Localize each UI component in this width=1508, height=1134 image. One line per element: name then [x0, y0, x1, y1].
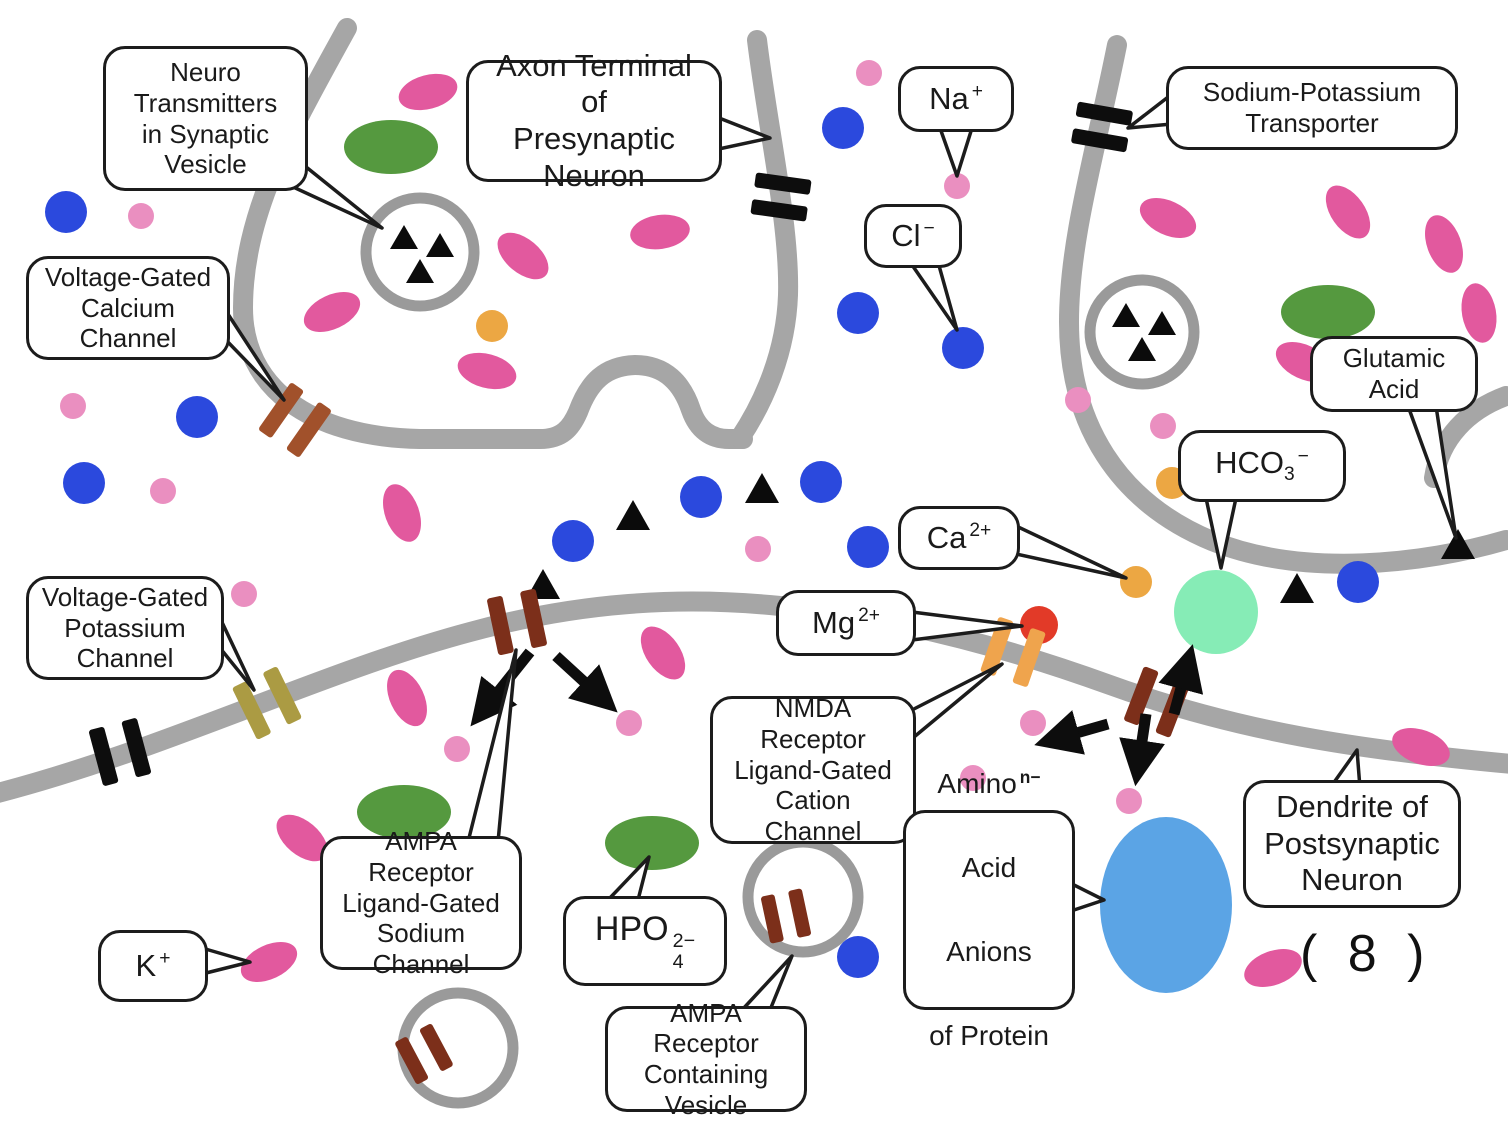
na-charge: +: [971, 81, 983, 103]
label-voltage-gated-calcium: Voltage-Gated Calcium Channel: [26, 256, 230, 360]
amino-line4: of Protein: [929, 1020, 1049, 1051]
amino-charge: n−: [1019, 766, 1041, 787]
protein-anion: [1100, 817, 1232, 993]
label-na: Na+: [898, 66, 1014, 132]
tail-ca: [1014, 524, 1128, 580]
calcium-ions-orange: [476, 310, 1188, 598]
hco3-charge: −: [1297, 445, 1309, 467]
hpo4-subscript: 4: [672, 950, 684, 973]
ca-charge: 2+: [969, 520, 992, 542]
tail-ampa: [466, 648, 518, 844]
mg-charge: 2+: [858, 605, 880, 627]
label-axon-terminal: Axon Terminal of Presynaptic Neuron: [466, 48, 722, 193]
label-ampa-receptor: AMPA Receptor Ligand-Gated Sodium Channe…: [320, 826, 522, 979]
sodium-potassium-transporter-channel-right: [1071, 101, 1133, 153]
presynaptic-membrane-left: [232, 18, 753, 449]
amino-line1: Amino: [937, 768, 1017, 799]
label-ampa-vesicle: AMPA Receptor Containing Vesicle: [605, 998, 807, 1120]
figure-number: ( 8 ): [1300, 925, 1433, 983]
ca-symbol: Ca: [926, 519, 967, 555]
potassium-ions-pink-ellipses: [240, 73, 1497, 987]
mg-symbol: Mg: [812, 604, 856, 640]
k-charge: +: [159, 948, 171, 970]
amino-line2: Acid: [961, 852, 1017, 883]
label-k: K+: [98, 930, 208, 1002]
label-cl: Cl−: [864, 204, 962, 268]
label-nmda-receptor: NMDA Receptor Ligand-Gated Cation Channe…: [710, 693, 916, 846]
sodium-potassium-transporter-channel-center: [750, 172, 812, 222]
na-symbol: Na: [929, 80, 969, 116]
ion-flux-arrows: [470, 644, 1204, 787]
tail-na: [938, 126, 974, 178]
nmda-receptor-channel: [980, 617, 1046, 687]
membrane-channel-black-left: [89, 718, 151, 786]
chloride-ions-blue: [45, 107, 1379, 978]
hpo4-charge: 2−: [672, 930, 696, 953]
label-voltage-gated-potassium: Voltage-Gated Potassium Channel: [26, 576, 224, 680]
cl-charge: −: [923, 218, 935, 240]
ampa-receptor-channel: [487, 588, 547, 656]
label-sodium-potassium-transporter: Sodium-Potassium Transporter: [1166, 66, 1458, 150]
voltage-gated-potassium-channel: [232, 666, 302, 740]
hco3-symbol: HCO: [1215, 445, 1284, 481]
label-hco3: HCO3−: [1178, 430, 1346, 502]
voltage-gated-calcium-channel: [259, 383, 331, 457]
tail-voltage-gated-calcium: [222, 306, 286, 402]
presynaptic-membrane-right: [730, 30, 799, 448]
bicarbonate-ion: [1174, 570, 1258, 654]
tail-voltage-gated-potassium: [218, 616, 256, 692]
vesicle-ampa-channel: [761, 888, 811, 944]
neurotransmitter-vesicle-2: [1084, 274, 1200, 390]
tail-cl: [908, 260, 959, 332]
label-glutamic-acid: Glutamic Acid: [1310, 336, 1478, 412]
hco3-subscript: 3: [1283, 464, 1295, 486]
amino-line3: Anions: [946, 936, 1032, 967]
neurotransmitter-vesicle-1: [360, 192, 480, 312]
recycling-vesicle-channel: [395, 1024, 453, 1084]
recycling-vesicle: [397, 987, 519, 1109]
label-dendrite: Dendrite of Postsynaptic Neuron: [1243, 780, 1461, 908]
k-symbol: K: [135, 947, 157, 983]
label-neurotransmitters: Neuro Transmitters in Synaptic Vesicle: [103, 46, 308, 191]
cl-symbol: Cl: [891, 217, 921, 253]
green-molecules: [344, 120, 1375, 870]
hpo4-symbol: HPO: [594, 910, 669, 949]
